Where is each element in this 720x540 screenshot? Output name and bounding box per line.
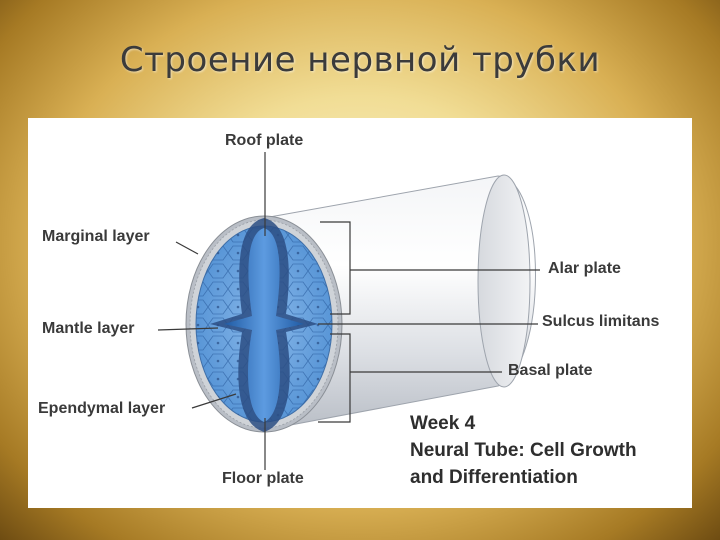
- alar-plate-label: Alar plate: [548, 260, 621, 277]
- tube-far-end: [477, 174, 531, 388]
- mantle-layer-label: Mantle layer: [42, 320, 135, 337]
- sulcus-limitans-label: Sulcus limitans: [542, 313, 660, 330]
- marginal-layer-label: Marginal layer: [42, 228, 150, 245]
- basal-plate-label: Basal plate: [508, 362, 593, 379]
- alar-bracket: [320, 221, 351, 315]
- basal-bracket: [318, 333, 351, 423]
- marginal-layer-line: [175, 241, 199, 255]
- slide-title: Строение нервной трубки: [119, 40, 601, 80]
- roof-plate-label: Roof plate: [225, 132, 304, 149]
- caption-line-1: Week 4: [410, 413, 476, 434]
- ependymal-layer-label: Ependymal layer: [38, 400, 166, 417]
- figure-caption: Week 4 Neural Tube: Cell Growth and Diff…: [410, 410, 637, 491]
- caption-line-3: and Differentiation: [410, 467, 578, 488]
- floor-plate-label: Floor plate: [222, 470, 304, 487]
- mantle-layer-line: [157, 327, 219, 331]
- caption-line-2: Neural Tube: Cell Growth: [410, 440, 637, 461]
- ependymal-layer-line: [191, 393, 237, 409]
- central-canal: [224, 228, 304, 422]
- neural-tube-figure: Roof plate Marginal layer Mantle layer E…: [28, 118, 692, 508]
- neural-tube-illustration: [157, 152, 540, 470]
